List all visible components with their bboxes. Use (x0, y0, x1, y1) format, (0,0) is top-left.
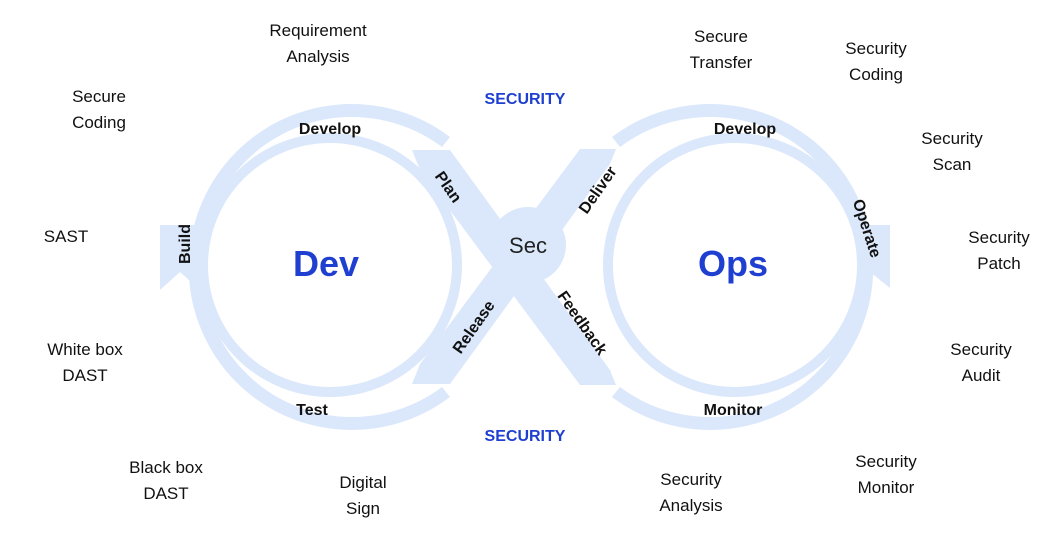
sec-center-label: Sec (509, 233, 547, 258)
practice-line: Secure (72, 87, 126, 106)
practice-line: Sign (345, 499, 381, 518)
practice-sast: SAST (44, 224, 88, 250)
practice-secure-transfer: Secure Transfer (690, 24, 753, 76)
practice-line: SAST (43, 227, 89, 246)
dev-inner-ring (198, 133, 462, 397)
practice-line: Analysis (286, 47, 350, 66)
practice-line: Patch (977, 254, 1021, 273)
stage-test: Test (296, 402, 328, 419)
practice-line: Security (968, 228, 1030, 247)
practice-digital-sign: Digital Sign (339, 470, 386, 522)
ops-core-disc (610, 140, 860, 390)
sec-center-disc (490, 207, 566, 283)
practice-secure-coding: Secure Coding (72, 84, 126, 136)
practice-line: Monitor (857, 478, 915, 497)
dev-core-label: Dev (293, 243, 359, 284)
stage-develop-left: Develop (299, 121, 361, 138)
practice-white-box-dast: White box DAST (47, 337, 123, 389)
ops-core-label: Ops (698, 243, 768, 284)
practice-security-audit: Security Audit (950, 337, 1011, 389)
practice-security-analysis: Security Analysis (659, 467, 722, 519)
stage-build: Build (177, 224, 194, 264)
practice-line: White box (47, 340, 123, 359)
practice-line: Security (921, 129, 983, 148)
practice-security-coding: Security Coding (845, 36, 906, 88)
practice-line: DAST (62, 366, 108, 385)
security-bottom-label: SECURITY (485, 428, 566, 445)
practice-line: Digital (339, 473, 387, 492)
practice-line: Coding (849, 65, 903, 84)
practice-line: Secure (694, 27, 748, 46)
stage-develop-right: Develop (714, 121, 776, 138)
practice-security-patch: Security Patch (968, 225, 1029, 277)
practice-line: Security (855, 452, 917, 471)
practice-black-box-dast: Black box DAST (129, 455, 203, 507)
practice-security-monitor: Security Monitor (855, 449, 916, 501)
practice-line: Security (845, 39, 907, 58)
practice-security-scan: Security Scan (921, 126, 982, 178)
practice-line: Requirement (269, 21, 367, 40)
ops-inner-ring (603, 133, 867, 397)
practice-line: Scan (932, 155, 972, 174)
practice-line: Security (950, 340, 1012, 359)
practice-line: Transfer (689, 53, 753, 72)
practice-requirement-analysis: Requirement Analysis (269, 18, 366, 70)
practice-line: Analysis (659, 496, 723, 515)
dev-core-disc (205, 140, 455, 390)
practice-line: Black box (129, 458, 203, 477)
practice-line: DAST (143, 484, 189, 503)
stage-monitor: Monitor (704, 402, 763, 419)
practice-line: Coding (72, 113, 126, 132)
security-top-label: SECURITY (485, 91, 566, 108)
practice-line: Security (660, 470, 722, 489)
practice-line: Audit (961, 366, 1001, 385)
